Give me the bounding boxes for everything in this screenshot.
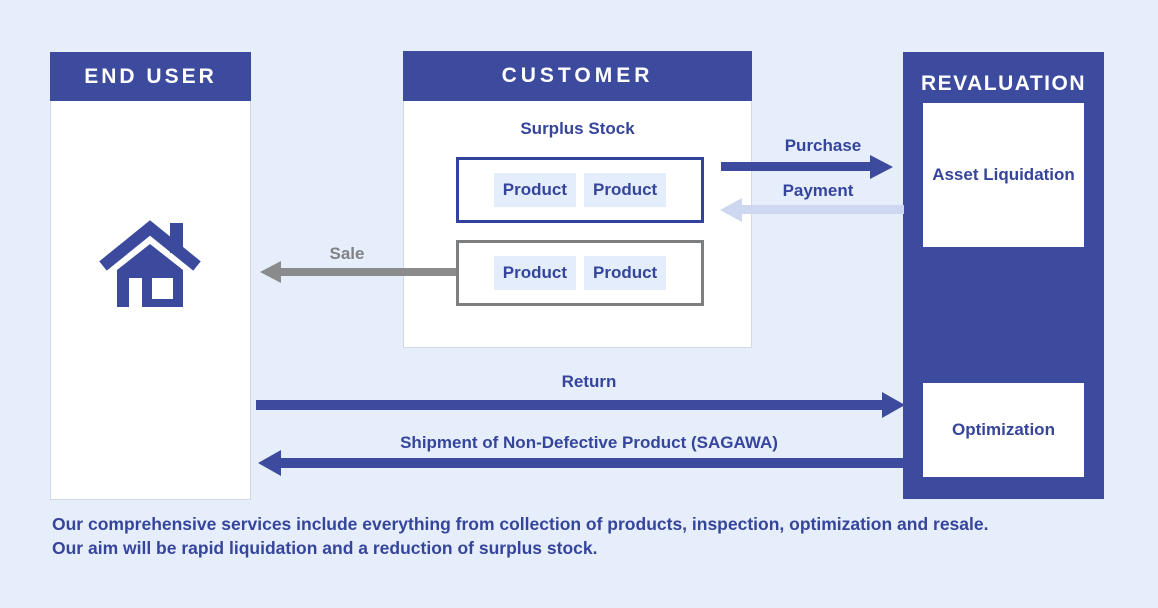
house-window <box>152 278 173 299</box>
revaluation-panel: REVALUATION Asset Liquidation Optimizati… <box>903 52 1104 499</box>
surplus-stock-label: Surplus Stock <box>520 119 635 138</box>
purchase-label: Purchase <box>784 136 862 155</box>
asset-liquidation-box: Asset Liquidation <box>923 103 1084 247</box>
house-door <box>129 278 142 307</box>
optimization-label: Optimization <box>952 420 1055 439</box>
product-chip: Product <box>584 173 667 207</box>
revaluation-title: REVALUATION <box>920 72 1087 95</box>
product-chip: Product <box>584 256 667 290</box>
house-roof <box>99 220 201 271</box>
asset-liquidation-label: Asset Liquidation <box>932 165 1075 184</box>
customer-panel: CUSTOMER <box>403 51 752 348</box>
end-user-title: END USER <box>84 64 217 88</box>
customer-title: CUSTOMER <box>501 64 654 87</box>
payment-label: Payment <box>782 181 854 200</box>
product-chip: Product <box>493 173 576 207</box>
shipment-arrow <box>279 458 904 468</box>
customer-header: CUSTOMER <box>403 51 752 101</box>
end-user-header: END USER <box>50 52 251 101</box>
footer-line-1: Our comprehensive services include every… <box>52 514 989 534</box>
sale-arrow <box>279 268 456 276</box>
stock-box-gray: Product Product <box>456 240 704 306</box>
shipment-label: Shipment of Non-Defective Product (SAGAW… <box>400 433 778 452</box>
shipment-arrowhead-icon <box>258 450 281 476</box>
customer-body <box>403 101 752 348</box>
purchase-arrow <box>721 162 871 171</box>
return-label: Return <box>561 372 617 391</box>
purchase-arrowhead-icon <box>870 155 893 179</box>
optimization-box: Optimization <box>923 383 1084 477</box>
payment-arrow <box>740 205 904 214</box>
footer-line-2: Our aim will be rapid liquidation and a … <box>52 538 598 558</box>
house-icon <box>99 220 201 307</box>
return-arrowhead-icon <box>882 392 905 418</box>
footer-text: Our comprehensive services include every… <box>52 512 1132 560</box>
sale-label: Sale <box>329 244 365 263</box>
payment-arrowhead-icon <box>720 198 742 222</box>
product-chip: Product <box>493 256 576 290</box>
return-arrow <box>256 400 884 410</box>
stock-box-blue: Product Product <box>456 157 704 223</box>
sale-arrowhead-icon <box>260 261 281 283</box>
